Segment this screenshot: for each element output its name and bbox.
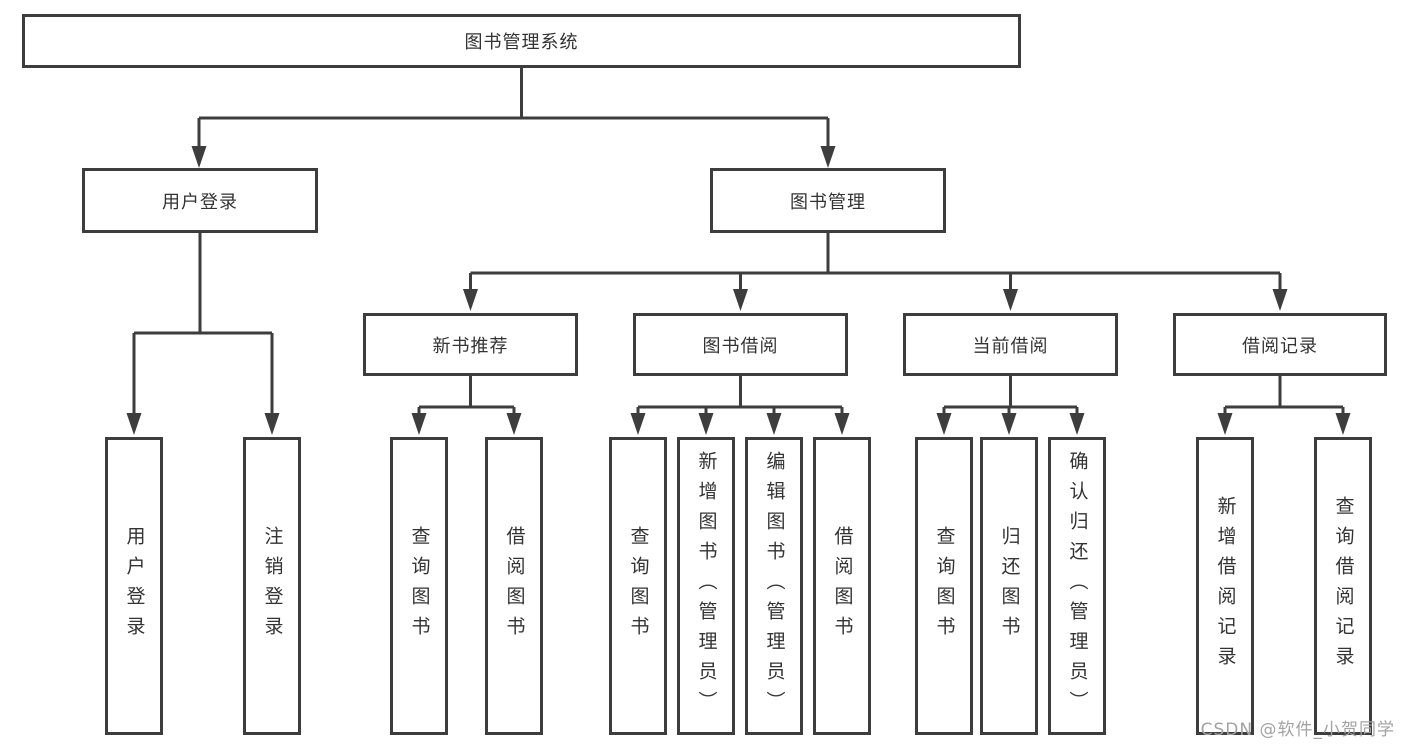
node-label: 新增借阅记录	[1214, 496, 1237, 676]
node-label: 用户登录	[162, 191, 238, 213]
leaf-user-login: 用户登录	[105, 437, 163, 735]
node-label: 查询借阅记录	[1332, 496, 1355, 676]
node-label: 借阅记录	[1242, 335, 1318, 357]
node-book-management: 图书管理	[710, 168, 946, 233]
node-label: 查询图书	[627, 526, 650, 646]
node-label: 注销登录	[261, 526, 284, 646]
node-label: 图书借阅	[702, 335, 779, 357]
leaf-query-books-2: 查询图书	[609, 437, 667, 735]
node-new-book-recommend: 新书推荐	[363, 313, 578, 376]
leaf-add-books-admin: 新增图书（管理员）	[677, 437, 735, 735]
leaf-borrow-books-2: 借阅图书	[813, 437, 871, 735]
leaf-edit-books-admin: 编辑图书（管理员）	[745, 437, 803, 735]
node-label: 查询图书	[408, 526, 431, 646]
leaf-borrow-books-1: 借阅图书	[485, 437, 543, 735]
node-borrow-records: 借阅记录	[1173, 313, 1387, 376]
node-label: 查询图书	[933, 526, 956, 646]
leaf-logout: 注销登录	[243, 437, 301, 735]
node-book-borrow: 图书借阅	[633, 313, 848, 376]
node-label: 借阅图书	[831, 526, 854, 646]
node-label: 当前借阅	[972, 335, 1049, 357]
node-current-borrow: 当前借阅	[903, 313, 1118, 376]
leaf-return-books: 归还图书	[980, 437, 1038, 735]
leaf-query-books-3: 查询图书	[915, 437, 973, 735]
node-label: 编辑图书（管理员）	[763, 451, 786, 721]
node-label: 图书管理系统	[464, 32, 579, 53]
node-label: 图书管理	[790, 191, 866, 213]
node-label: 用户登录	[123, 526, 146, 646]
node-label: 借阅图书	[503, 526, 526, 646]
node-label: 确认归还（管理员）	[1066, 451, 1089, 721]
node-library-system: 图书管理系统	[22, 14, 1021, 68]
leaf-query-borrow-record: 查询借阅记录	[1314, 437, 1372, 735]
leaf-add-borrow-record: 新增借阅记录	[1196, 437, 1254, 735]
node-label: 归还图书	[998, 526, 1021, 646]
leaf-confirm-return-admin: 确认归还（管理员）	[1048, 437, 1106, 735]
leaf-query-books-1: 查询图书	[390, 437, 448, 735]
node-label: 新增图书（管理员）	[695, 451, 718, 721]
node-user-login: 用户登录	[82, 168, 318, 233]
node-label: 新书推荐	[432, 335, 509, 357]
watermark: CSDN @软件_小贺同学	[1200, 720, 1395, 740]
